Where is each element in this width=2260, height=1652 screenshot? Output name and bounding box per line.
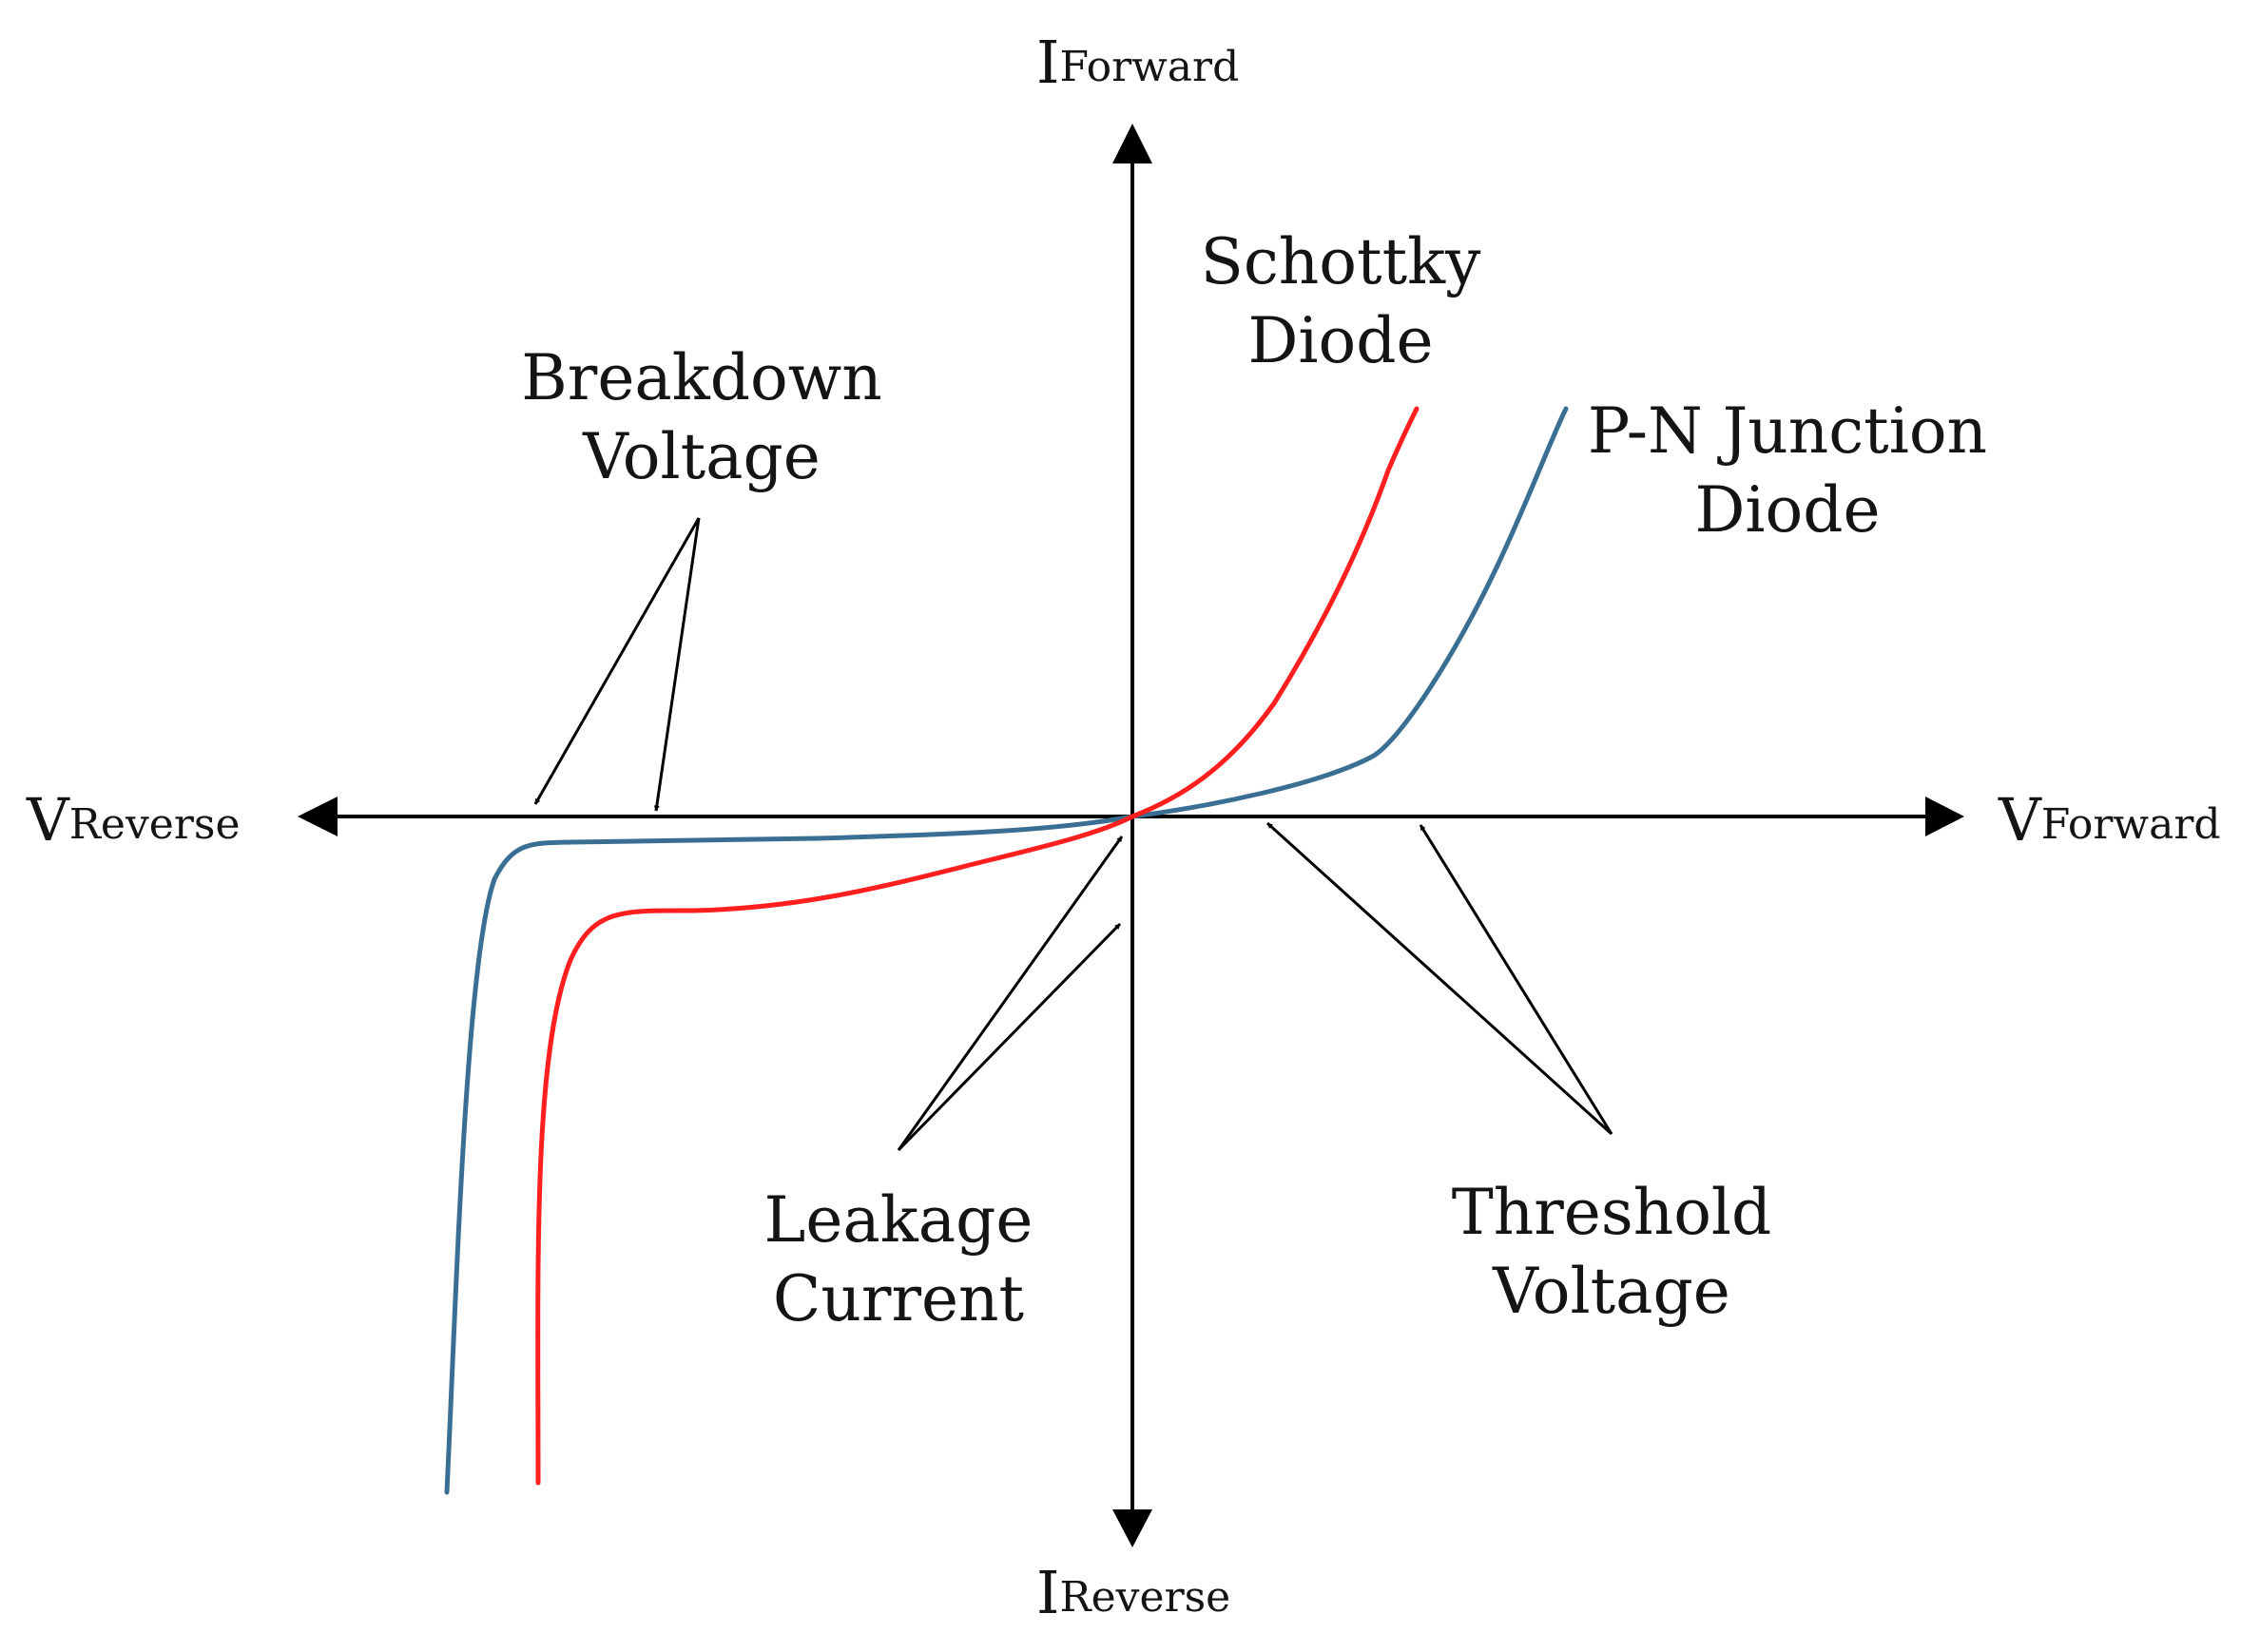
threshold-arrow-1	[1265, 821, 1613, 1136]
breakdown-voltage-label: Breakdown Voltage	[512, 339, 892, 496]
threshold-voltage-label: Threshold Voltage	[1421, 1174, 1802, 1331]
i-forward-main: I	[1036, 28, 1060, 97]
breakdown-label-line1: Breakdown	[521, 341, 882, 414]
v-forward-sub: Forward	[2040, 800, 2221, 849]
breakdown-arrow-1	[533, 517, 701, 805]
threshold-arrow-2	[1419, 824, 1613, 1135]
threshold-label-line1: Threshold	[1451, 1176, 1772, 1249]
i-reverse-sub: Reverse	[1059, 1573, 1231, 1622]
x-axis-arrow-right	[1925, 797, 1964, 836]
i-reverse-main: I	[1036, 1558, 1060, 1627]
threshold-label-line2: Voltage	[1493, 1254, 1730, 1328]
breakdown-label-line2: Voltage	[583, 419, 821, 493]
v-forward-main: V	[1999, 785, 2041, 855]
y-axis-arrow-up	[1112, 124, 1152, 163]
leakage-arrow-2	[897, 922, 1122, 1152]
y-axis-arrow-down	[1112, 1509, 1152, 1547]
breakdown-arrow-2	[653, 517, 701, 812]
v-reverse-main: V	[27, 785, 69, 855]
schottky-diode-label: Schottky Diode	[1184, 223, 1497, 380]
schottky-curve	[535, 406, 1420, 1486]
leakage-label-line2: Current	[772, 1261, 1025, 1335]
schottky-label-line2: Diode	[1247, 303, 1434, 377]
pn-label-line1: P-N Junction	[1587, 394, 1988, 468]
x-axis-arrow-left	[298, 797, 338, 836]
pn-junction-diode-label: P-N Junction Diode	[1569, 393, 2006, 549]
leakage-current-label: Leakage Current	[732, 1181, 1065, 1338]
i-forward-sub: Forward	[1059, 43, 1240, 91]
pointer-arrows	[533, 517, 1613, 1152]
leakage-label-line1: Leakage	[763, 1183, 1033, 1257]
axes	[298, 124, 1964, 1547]
pn-label-line2: Diode	[1694, 472, 1881, 547]
leakage-arrow-1	[897, 836, 1124, 1151]
schottky-label-line1: Schottky	[1200, 225, 1481, 298]
v-reverse-sub: Reverse	[68, 800, 241, 849]
pn-junction-curve	[444, 406, 1569, 1495]
